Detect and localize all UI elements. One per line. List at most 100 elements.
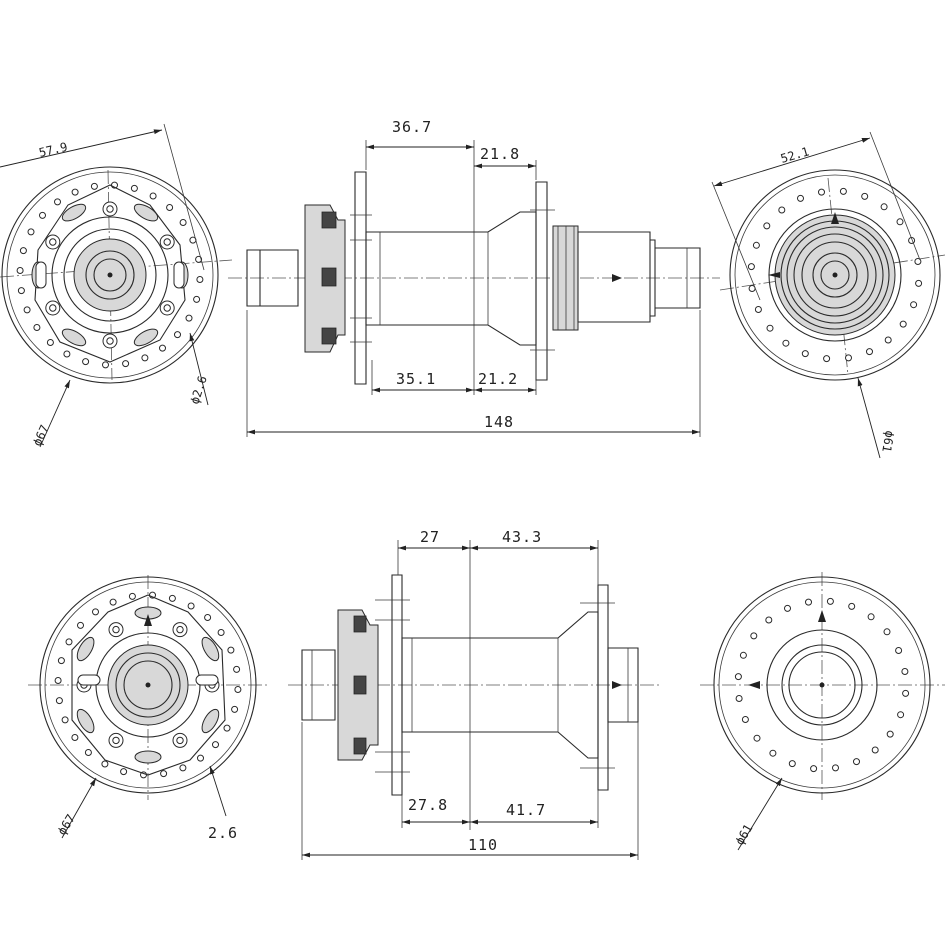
rear-right-spoke-holes	[747, 187, 923, 363]
spoke-hole	[910, 301, 918, 309]
rear-side-dim-bottom-right: 21.2	[478, 370, 518, 388]
spoke-hole	[902, 689, 910, 697]
spoke-hole	[778, 206, 786, 214]
lightening-window	[76, 708, 95, 734]
spoke-hole	[65, 638, 73, 646]
spoke-hole	[174, 331, 181, 339]
spoke-hole	[54, 677, 62, 684]
front-side-dim-overall: 110	[468, 836, 498, 854]
rear-right-pcd-label: 52.1	[779, 144, 811, 165]
spoke-hole	[63, 350, 71, 358]
lightening-window	[134, 750, 162, 764]
spoke-hole	[839, 187, 847, 195]
spoke-hole	[17, 287, 25, 295]
spoke-hole	[33, 324, 41, 331]
spoke-hole	[187, 602, 195, 610]
front-left-rotor-bolts	[76, 622, 220, 748]
rotor-bolt-center	[112, 625, 120, 634]
rear-side-dim-bottom-left: 35.1	[396, 370, 436, 388]
rotor-bolt-center	[163, 304, 171, 312]
rear-right-end-view: 52.1 ϕ61	[711, 131, 946, 459]
front-right-end-view: ϕ61	[700, 572, 945, 851]
front-right-flange-diameter-label: ϕ61	[732, 822, 755, 848]
spoke-hole	[769, 749, 777, 757]
spoke-hole	[747, 263, 755, 271]
front-side-dim-bottom-right: 41.7	[506, 801, 546, 819]
rear-side-dim-right-flange: 21.8	[480, 145, 520, 163]
spoke-hole	[23, 306, 31, 314]
spoke-hole	[159, 344, 166, 352]
spoke-hole	[46, 339, 54, 346]
lightening-window	[133, 328, 159, 347]
spoke-hole	[122, 360, 130, 368]
spoke-hole	[832, 764, 839, 772]
rotor-bolt-center	[106, 337, 114, 345]
spoke-hole	[883, 628, 891, 636]
spoke-hole	[766, 324, 774, 332]
rotor-bolt-center	[112, 736, 120, 745]
spoke-hole	[179, 764, 187, 772]
spoke-hole	[227, 646, 235, 654]
spoke-hole	[734, 673, 742, 681]
spoke-hole	[784, 604, 791, 612]
spoke-hole	[810, 765, 818, 773]
spoke-hole	[753, 734, 761, 742]
lightening-window	[201, 636, 220, 662]
spoke-hole	[915, 279, 923, 287]
spoke-hole	[797, 194, 804, 202]
rear-left-rotor-bolts	[45, 201, 175, 349]
rear-side-view: 36.7 21.8 35.1 21.2 148	[228, 118, 720, 437]
spoke-hole	[185, 314, 193, 322]
spoke-hole	[231, 705, 239, 713]
spoke-hole	[765, 616, 773, 624]
rotor-bolt-center	[176, 736, 184, 745]
spoke-hole	[901, 668, 909, 675]
spoke-hole	[801, 350, 809, 358]
spoke-hole	[233, 665, 241, 673]
front-left-spoke-hole-label: 2.6	[208, 824, 238, 842]
front-left-lightening-windows	[76, 606, 220, 764]
spoke-hole	[914, 258, 922, 265]
spoke-hole	[109, 598, 117, 606]
spoke-hole	[82, 358, 90, 366]
spoke-hole	[71, 188, 79, 196]
spoke-hole	[197, 754, 204, 762]
rear-side-dim-left-flange: 36.7	[392, 118, 432, 136]
lightening-window	[76, 636, 95, 662]
spoke-hole	[55, 697, 63, 705]
rear-left-end-view: 57.9 ϕ67 ϕ2.6	[0, 123, 233, 448]
rear-left-pcd-label: 57.9	[38, 140, 69, 160]
spoke-hole	[160, 770, 168, 778]
rear-right-flange-diameter-label: ϕ61	[879, 429, 897, 453]
spoke-hole	[71, 734, 79, 741]
spoke-hole	[880, 203, 888, 211]
front-side-dim-left-flange: 27	[420, 528, 440, 546]
spoke-hole	[750, 632, 758, 640]
spoke-hole	[853, 758, 860, 766]
rotor-bolt-center	[163, 238, 171, 246]
spoke-hole	[128, 592, 136, 600]
spoke-hole	[818, 188, 825, 196]
rear-left-spoke-hole-label: ϕ2.6	[188, 374, 210, 406]
spoke-hole	[196, 276, 204, 283]
spoke-hole	[763, 222, 771, 230]
spoke-hole	[54, 198, 61, 206]
spoke-hole	[130, 184, 138, 192]
spoke-hole	[101, 760, 109, 768]
spoke-hole	[884, 336, 892, 344]
front-left-spoke-holes	[54, 591, 242, 779]
spoke-hole	[179, 219, 187, 226]
rotor-bolt-center	[49, 238, 57, 246]
lightening-window	[61, 328, 87, 347]
spoke-hole	[739, 651, 747, 659]
spoke-hole	[84, 749, 92, 756]
spoke-hole	[826, 597, 834, 605]
spoke-hole	[867, 613, 875, 621]
spoke-hole	[168, 594, 176, 602]
spoke-hole	[149, 192, 157, 200]
front-right-spoke-holes	[734, 597, 910, 773]
spoke-hole	[741, 716, 749, 723]
front-side-dim-right-flange: 43.3	[502, 528, 542, 546]
rotor-bolt-center	[49, 304, 57, 312]
